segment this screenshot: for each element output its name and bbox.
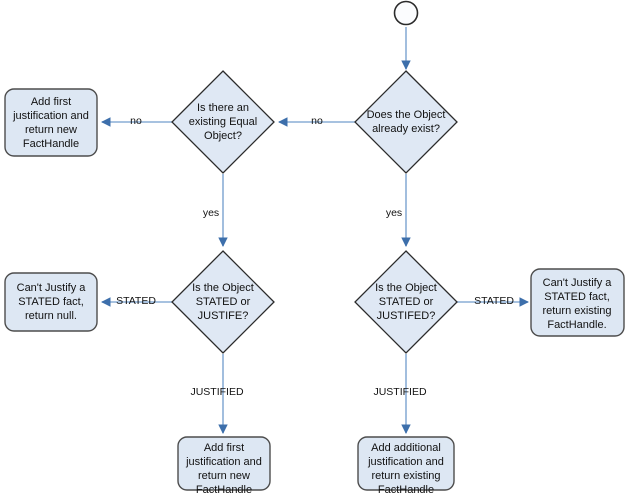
edge-label-equal-to-add-first-new: no [130,115,142,127]
edge-labels: no yes no yes STATED JUSTIFIED STATED JU… [116,115,514,398]
node-process-cant-justify-existing[interactable]: Can't Justify a STATED fact, return exis… [530,268,625,337]
process-cant-justify-existing-line-4: FactHandle. [547,319,606,331]
node-decision-object-exists[interactable]: Does the Object already exist? [354,70,458,174]
process-add-additional-line-1: Add additional [371,442,441,454]
node-process-add-first-new[interactable]: Add first justification and return new F… [4,88,98,157]
process-rounded-rect-shape [530,268,625,337]
node-process-add-additional[interactable]: Add additional justification and return … [357,436,455,493]
node-process-add-first-bottom[interactable]: Add first justification and return new F… [177,436,271,493]
start-circle-icon [393,0,419,26]
edge-label-exists-to-state-right: yes [386,207,402,219]
process-add-additional-line-4: FactHandle [378,484,434,493]
edge-label-state-right-to-cant-justify-existing: STATED [474,295,514,307]
connectors [101,27,529,434]
process-add-first-new-line-3: return new [25,124,77,136]
process-rounded-rect-shape [4,88,98,157]
decision-equal-line-2: existing Equal [189,116,258,128]
process-add-first-bottom-line-4: FactHandle [196,484,252,493]
node-start[interactable] [393,0,419,26]
process-add-first-new-line-2: justification and [12,110,89,122]
process-add-first-bottom-line-2: justification and [185,456,262,468]
process-add-first-bottom-line-3: return new [198,470,250,482]
process-cant-justify-existing-line-2: STATED fact, [544,291,610,303]
node-decision-state-right[interactable]: Is the Object STATED or JUSTIFED? [354,250,458,354]
process-cant-justify-null-line-3: return null. [25,310,77,322]
decision-state-left-line-3: JUSTIFE? [198,310,249,322]
edge-label-state-right-to-add-additional: JUSTIFIED [373,386,427,398]
decision-state-left-line-2: STATED or [196,296,251,308]
decision-diamond-shape [171,70,275,174]
decision-exists-line-2: already exist? [372,123,440,135]
process-add-additional-line-3: return existing [371,470,440,482]
decision-diamond-shape [171,250,275,354]
process-add-first-new-line-1: Add first [31,96,71,108]
node-decision-equal-object[interactable]: Is there an existing Equal Object? [171,70,275,174]
edge-label-state-left-to-cant-justify-null: STATED [116,295,156,307]
decision-exists-line-1: Does the Object [367,109,446,121]
process-cant-justify-existing-line-3: return existing [542,305,611,317]
decision-state-left-line-1: Is the Object [192,282,254,294]
decision-state-right-line-3: JUSTIFED? [377,310,436,322]
decision-state-right-line-2: STATED or [379,296,434,308]
process-rounded-rect-shape [177,436,271,491]
process-cant-justify-null-line-2: STATED fact, [18,296,84,308]
process-add-additional-line-2: justification and [367,456,444,468]
process-rounded-rect-shape [4,272,98,332]
process-cant-justify-existing-line-1: Can't Justify a [543,277,613,289]
decision-diamond-shape [354,70,458,174]
edge-label-exists-to-equal: no [311,115,323,127]
process-rounded-rect-shape [357,436,455,491]
decision-state-right-line-1: Is the Object [375,282,437,294]
decision-diamond-shape [354,250,458,354]
node-process-cant-justify-null[interactable]: Can't Justify a STATED fact, return null… [4,272,98,332]
process-add-first-new-line-4: FactHandle [23,138,79,150]
decision-equal-line-3: Object? [204,130,242,142]
edge-label-state-left-to-add-first-bottom: JUSTIFIED [190,386,244,398]
process-cant-justify-null-line-1: Can't Justify a [17,282,87,294]
edge-label-equal-to-state-left: yes [203,207,219,219]
process-add-first-bottom-line-1: Add first [204,442,244,454]
node-decision-state-left[interactable]: Is the Object STATED or JUSTIFE? [171,250,275,354]
decision-equal-line-1: Is there an [197,102,249,114]
